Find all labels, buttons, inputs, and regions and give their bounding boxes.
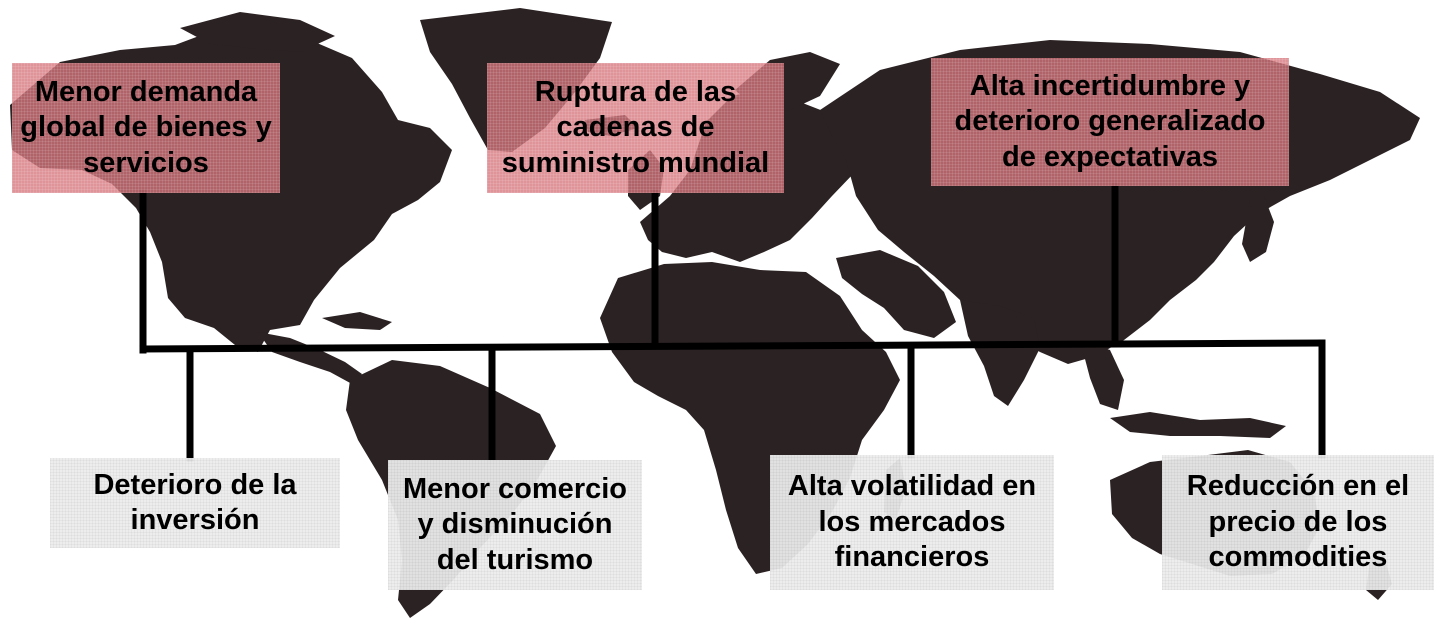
- japan-islands: [1242, 196, 1274, 262]
- effect-3-line-3: financieros: [834, 541, 990, 574]
- middle-east-landmass: [836, 250, 956, 338]
- effect-2-line-3: del turismo: [436, 543, 594, 576]
- cause-1-line-1: Menor demanda: [34, 75, 258, 108]
- canadian-arctic-islands: [180, 12, 335, 52]
- horizontal-bus-line: [139, 339, 1326, 353]
- effect-1-line-2: inversión: [130, 504, 260, 536]
- effect-4-line-2: precio de los: [1208, 505, 1388, 538]
- effect-3-line-2: los mercados: [818, 505, 1006, 538]
- effect-box-deterioro-inversion: Deterioro de la inversión: [50, 458, 340, 548]
- caribbean-islands: [322, 312, 392, 330]
- cause-1-line-2: global de bienes y: [20, 111, 272, 144]
- cause-box-menor-demanda: Menor demanda global de bienes y servici…: [12, 63, 280, 193]
- india-landmass: [960, 300, 1040, 406]
- cause-3-line-2: deterioro generalizado: [954, 105, 1266, 138]
- effect-2-line-2: y disminución: [417, 508, 613, 541]
- southeast-asia-landmass: [1080, 340, 1124, 410]
- cause-2-line-3: suministro mundial: [501, 146, 770, 179]
- effect-box-reduccion-precio: Reducción en el precio de los commoditie…: [1162, 455, 1434, 590]
- cause-2-line-2: cadenas de: [556, 111, 715, 144]
- effect-box-alta-volatilidad: Alta volatilidad en los mercados financi…: [770, 455, 1054, 590]
- cause-1-line-3: servicios: [83, 146, 209, 179]
- cause-3-line-1: Alta incertidumbre y: [969, 69, 1251, 102]
- indonesia-islands: [1110, 412, 1286, 438]
- cause-2-line-1: Ruptura de las: [534, 75, 737, 108]
- effect-4-line-3: commodities: [1208, 541, 1388, 574]
- cause-3-line-3: de expectativas: [1001, 140, 1218, 173]
- cause-box-alta-incertidumbre: Alta incertidumbre y deterioro generaliz…: [931, 58, 1289, 186]
- effect-4-line-1: Reducción en el: [1186, 470, 1410, 503]
- effect-box-menor-comercio: Menor comercio y disminución del turismo: [388, 460, 642, 590]
- cause-box-ruptura-cadenas: Ruptura de las cadenas de suministro mun…: [487, 63, 784, 193]
- effect-3-line-1: Alta volatilidad en: [787, 470, 1037, 503]
- effect-2-line-1: Menor comercio: [403, 472, 627, 505]
- effect-1-line-1: Deterioro de la: [93, 468, 297, 501]
